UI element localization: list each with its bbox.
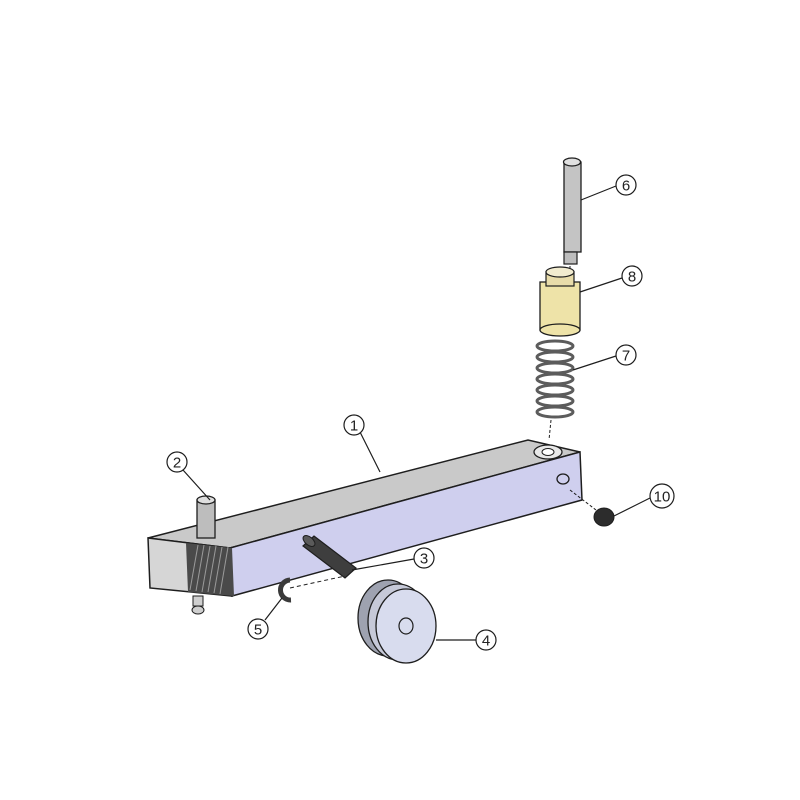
svg-text:6: 6 (622, 178, 630, 195)
svg-text:10: 10 (654, 489, 671, 506)
callout-8: 8 (621, 265, 643, 287)
callout-2: 2 (166, 451, 188, 473)
callout-4: 4 (475, 629, 497, 651)
callout-3: 3 (413, 547, 435, 569)
part-spring (535, 339, 575, 419)
alignment-line-axle (289, 575, 346, 589)
svg-text:4: 4 (482, 633, 490, 650)
svg-text:5: 5 (254, 622, 262, 639)
callout-5: 5 (247, 618, 269, 640)
callout-10: 10 (649, 483, 675, 509)
callout-6: 6 (615, 174, 637, 196)
svg-text:1: 1 (350, 418, 358, 435)
part-axle-stud (302, 535, 357, 579)
part-e-clip (278, 577, 292, 603)
part-set-screw (569, 489, 615, 527)
svg-text:3: 3 (420, 551, 428, 568)
callout-7: 7 (615, 344, 637, 366)
part-arm (147, 439, 583, 615)
svg-text:8: 8 (628, 269, 636, 286)
part-bushing (539, 266, 581, 337)
part-plunger-pin (562, 157, 582, 276)
part-pivot-pin (196, 495, 216, 539)
callout-1: 1 (343, 414, 365, 436)
part-wheel (357, 579, 437, 664)
svg-text:2: 2 (173, 455, 181, 472)
svg-text:7: 7 (622, 348, 630, 365)
alignment-line-spring (548, 419, 552, 441)
leader-lines (182, 185, 651, 641)
